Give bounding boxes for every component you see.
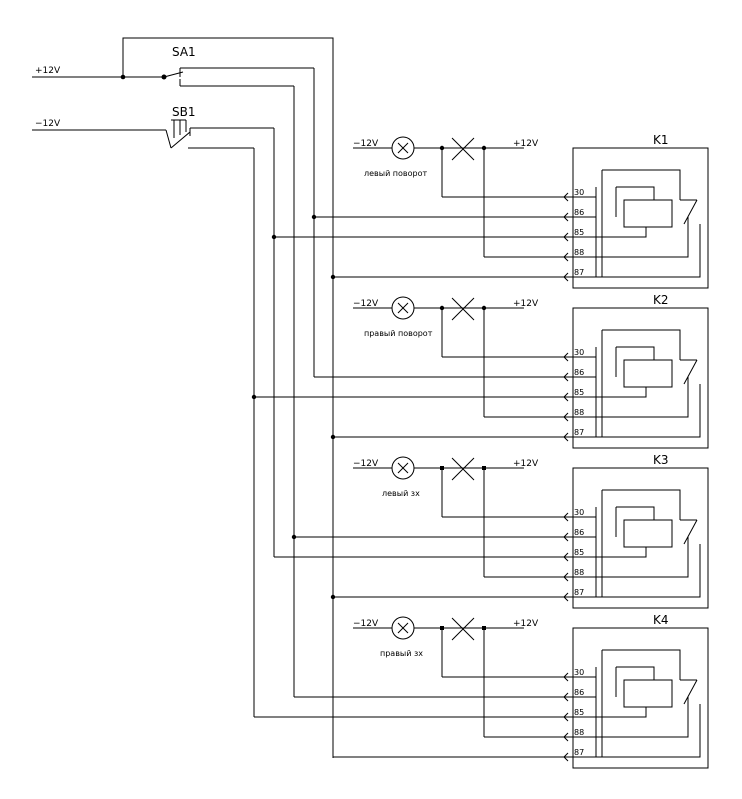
lamp-cross-b: [397, 622, 409, 634]
k4-pin-87: 87: [574, 748, 584, 757]
relay-k3: −12V левый зх +12V K3: [274, 453, 709, 609]
junction-dot: [330, 274, 336, 280]
switch-sa1[interactable]: SA1: [163, 45, 314, 87]
k1-path-87: [596, 224, 701, 278]
k3-pin-30: 30: [574, 508, 584, 517]
k2-path-87: [596, 384, 701, 438]
switch-sb1[interactable]: SB1: [165, 105, 274, 149]
k4-path-88: [596, 697, 689, 738]
k3-coil-path-a: [616, 506, 655, 520]
relay-k2: −12V правый поворот +12V K2: [251, 293, 709, 449]
k4-relay-box: [572, 627, 709, 769]
k3-neg-label: −12V: [353, 459, 379, 469]
k2-name: K2: [653, 293, 669, 307]
k4-path-87: [596, 704, 701, 758]
diode-cross-icon-b: [451, 137, 475, 161]
k1-coil-path-c: [596, 227, 647, 238]
k2-coil-icon: [623, 359, 673, 388]
k2-neg-label: −12V: [353, 299, 379, 309]
k3-pin-85: 85: [574, 548, 584, 557]
k3-name: K3: [653, 453, 669, 467]
k1-relay-box: [572, 147, 709, 289]
k4-pin-88: 88: [574, 728, 584, 737]
k2-coil-path-a: [616, 346, 655, 360]
k4-coil-icon: [623, 679, 673, 708]
k4-pos-label: +12V: [513, 619, 539, 629]
minus-input-label: −12V: [35, 119, 61, 129]
k4-contact-blade: [683, 679, 698, 705]
k4-pin-86: 86: [574, 688, 584, 697]
relay-k4: −12V правый зх +12V K4 30: [254, 613, 709, 769]
lamp-cross-b: [397, 142, 409, 154]
k1-contact-path: [602, 169, 681, 200]
k3-path-88: [596, 537, 689, 578]
diode-cross-icon-b: [451, 457, 475, 481]
k4-contact-path: [602, 649, 681, 680]
k2-pos-label: +12V: [513, 299, 539, 309]
k3-contact-blade: [683, 519, 698, 545]
k4-pin-30: 30: [574, 668, 584, 677]
junction-dot: [271, 234, 277, 240]
k1-contact-blade: [683, 199, 698, 225]
k1-coil-icon: [623, 199, 673, 228]
plus-input-label: +12V: [35, 66, 61, 76]
sb1-blade: [165, 129, 172, 149]
k3-lamp-label: левый зх: [382, 489, 420, 498]
lamp-cross-b: [397, 302, 409, 314]
input-section: +12V SA1 −12V SB1: [32, 37, 334, 758]
k2-pin-87: 87: [574, 428, 584, 437]
k2-pin-88: 88: [574, 408, 584, 417]
k1-pos-label: +12V: [513, 139, 539, 149]
k1-pin-85: 85: [574, 228, 584, 237]
k4-pin-85: 85: [574, 708, 584, 717]
sb1-label: SB1: [172, 105, 195, 119]
k2-pin-30: 30: [574, 348, 584, 357]
junction-dot: [330, 594, 336, 600]
k2-relay-box: [572, 307, 709, 449]
k4-lamp-label: правый зх: [380, 649, 423, 658]
k3-coil-path-c: [596, 547, 647, 558]
lamp-cross-b: [397, 462, 409, 474]
junction-dot: [311, 214, 317, 220]
k1-pin-87: 87: [574, 268, 584, 277]
k3-pos-label: +12V: [513, 459, 539, 469]
main-bus-87: [122, 37, 334, 758]
k3-pin-86: 86: [574, 528, 584, 537]
k3-path-87: [596, 544, 701, 598]
k2-contact-blade: [683, 359, 698, 385]
k4-neg-label: −12V: [353, 619, 379, 629]
k2-path-88: [596, 377, 689, 418]
sb1-blade-2: [170, 131, 191, 149]
diode-cross-icon-b: [451, 297, 475, 321]
k4-coil-path-a: [616, 666, 655, 680]
junction-dot: [330, 434, 336, 440]
diode-cross-icon-b: [451, 617, 475, 641]
k1-coil-path-a: [616, 186, 655, 200]
k1-path-88: [596, 217, 689, 258]
distribution-buses: [253, 68, 315, 717]
sa1-label: SA1: [172, 45, 196, 59]
k2-contact-path: [602, 329, 681, 360]
k1-pin-30: 30: [574, 188, 584, 197]
k2-coil-path-c: [596, 387, 647, 398]
relay-k1: −12V левый поворот +12V K1: [271, 133, 709, 289]
k4-name: K4: [653, 613, 669, 627]
k4-coil-path-c: [596, 707, 647, 718]
k1-pin-88: 88: [574, 248, 584, 257]
k2-lamp-label: правый поворот: [364, 329, 433, 338]
k3-contact-path: [602, 489, 681, 520]
k2-pin-86: 86: [574, 368, 584, 377]
k1-neg-label: −12V: [353, 139, 379, 149]
k1-name: K1: [653, 133, 669, 147]
k2-pin-85: 85: [574, 388, 584, 397]
k3-coil-icon: [623, 519, 673, 548]
k3-pin-88: 88: [574, 568, 584, 577]
k1-lamp-label: левый поворот: [364, 169, 428, 178]
junction-dot: [251, 394, 257, 400]
k3-relay-box: [572, 467, 709, 609]
k3-pin-87: 87: [574, 588, 584, 597]
junction-dot: [291, 534, 297, 540]
k1-pin-86: 86: [574, 208, 584, 217]
